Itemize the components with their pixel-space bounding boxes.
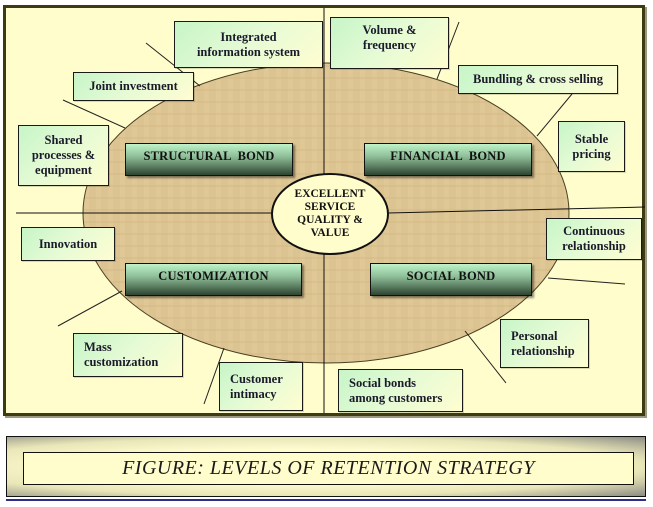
label-text: processes & (31, 148, 96, 162)
center-text: EXCELLENT (294, 188, 366, 200)
label-bundling-cross-selling: Bundling & cross selling (458, 65, 618, 94)
connector-continuous (547, 277, 626, 285)
financial-bond-header: FINANCIAL BOND (364, 143, 532, 176)
customization-header: CUSTOMIZATION (125, 263, 302, 296)
center-text: QUALITY & (297, 214, 363, 226)
label-text: Shared (44, 133, 83, 147)
label-text: Integrated (220, 29, 277, 44)
label-text: relationship (511, 343, 575, 358)
connector-bundling (536, 93, 573, 137)
label-text: pricing (572, 146, 611, 161)
label-text: among customers (349, 390, 443, 405)
center-excellent-service: EXCELLENT SERVICE QUALITY & VALUE (271, 173, 389, 255)
label-text: intimacy (230, 386, 277, 401)
caption-underline (6, 499, 646, 501)
figure-caption: FIGURE: LEVELS OF RETENTION STRATEGY (23, 452, 634, 485)
bond-title: SOCIAL BOND (406, 269, 496, 283)
center-text: SERVICE (304, 201, 356, 213)
structural-bond-header: STRUCTURAL BOND (125, 143, 293, 176)
label-volume-frequency: Volume &frequency (330, 17, 449, 69)
label-joint-investment: Joint investment (73, 72, 194, 101)
center-text: VALUE (310, 227, 350, 239)
label-text: Personal (511, 328, 558, 343)
label-text: Stable (574, 131, 609, 146)
bond-title: STRUCTURAL BOND (143, 149, 275, 163)
label-text: frequency (362, 38, 417, 52)
caption-text: FIGURE: LEVELS OF RETENTION STRATEGY (122, 457, 535, 479)
label-text: Innovation (38, 236, 98, 251)
label-text: customization (84, 355, 159, 369)
label-innovation: Innovation (21, 227, 115, 261)
label-text: information system (196, 44, 301, 59)
horizontal-axis-right (387, 206, 646, 214)
connector-joint (62, 99, 126, 129)
bond-title: CUSTOMIZATION (158, 269, 269, 283)
label-text: Mass (84, 340, 112, 354)
social-bond-header: SOCIAL BOND (370, 263, 532, 296)
label-text: relationship (562, 239, 626, 253)
label-text: Bundling & cross selling (472, 72, 603, 86)
label-text: Social bonds (349, 375, 417, 390)
label-text: Joint investment (89, 79, 178, 93)
label-text: Continuous (563, 224, 625, 238)
label-text: equipment (35, 163, 92, 177)
connector-personal (464, 330, 507, 384)
label-text: Customer (230, 371, 283, 386)
connector-intimacy (203, 347, 225, 405)
label-text: Volume & (362, 23, 417, 37)
bond-title: FINANCIAL BOND (390, 149, 506, 163)
connector-mass (57, 290, 123, 327)
